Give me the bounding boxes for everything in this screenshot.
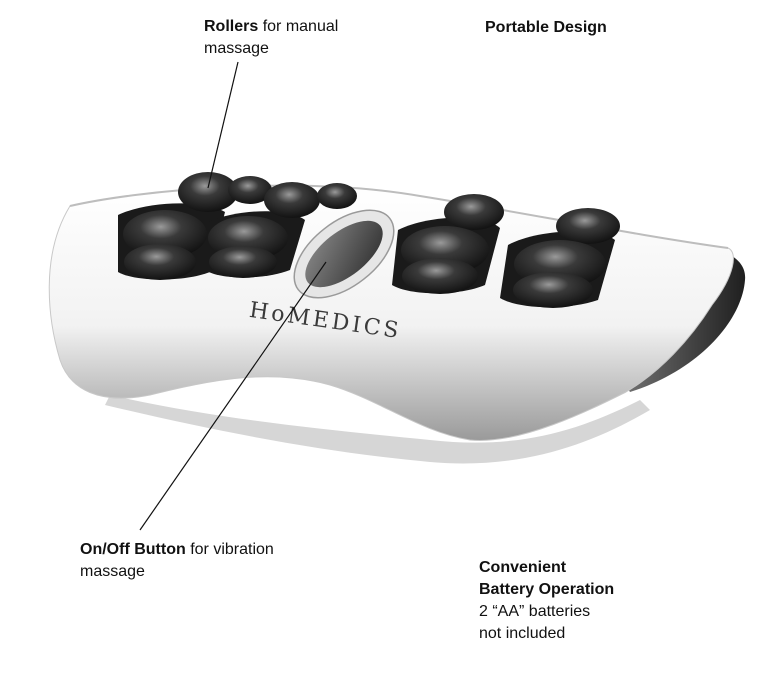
roller: [556, 208, 620, 244]
rollers-text: for manual massage: [204, 18, 339, 57]
battery-text-line-1: 2 “AA” batteries: [479, 603, 591, 620]
roller: [317, 183, 357, 209]
roller: [444, 194, 504, 230]
on-off-leader-line: [139, 261, 327, 531]
rollers-title: Rollers: [204, 18, 259, 35]
rollers-leader-line: [207, 61, 239, 189]
battery-text-line-2: not included: [479, 625, 566, 642]
battery-title-line-1: Convenient: [479, 559, 567, 576]
body-shadow: [105, 395, 650, 464]
on-off-callout: On/Off Button for vibration massage: [80, 539, 340, 583]
on-off-title: On/Off Button: [80, 541, 186, 558]
roller: [228, 176, 272, 204]
roller: [209, 246, 277, 278]
rollers: [118, 172, 620, 308]
on-off-text: for vibration massage: [80, 541, 274, 580]
roller: [513, 272, 593, 308]
roller: [402, 258, 478, 294]
battery-title-line-2: Battery Operation: [479, 581, 615, 598]
button-cap[interactable]: [294, 208, 394, 299]
roller: [264, 182, 320, 218]
portable-design-callout: Portable Design: [485, 19, 607, 36]
rollers-callout: Rollers for manual massage: [204, 16, 404, 60]
battery-callout: Convenient Battery Operation 2 “AA” batt…: [479, 557, 679, 645]
roller: [178, 172, 238, 212]
on-off-button[interactable]: [279, 193, 410, 315]
body-top-edge: [69, 184, 729, 249]
roller: [124, 244, 196, 280]
